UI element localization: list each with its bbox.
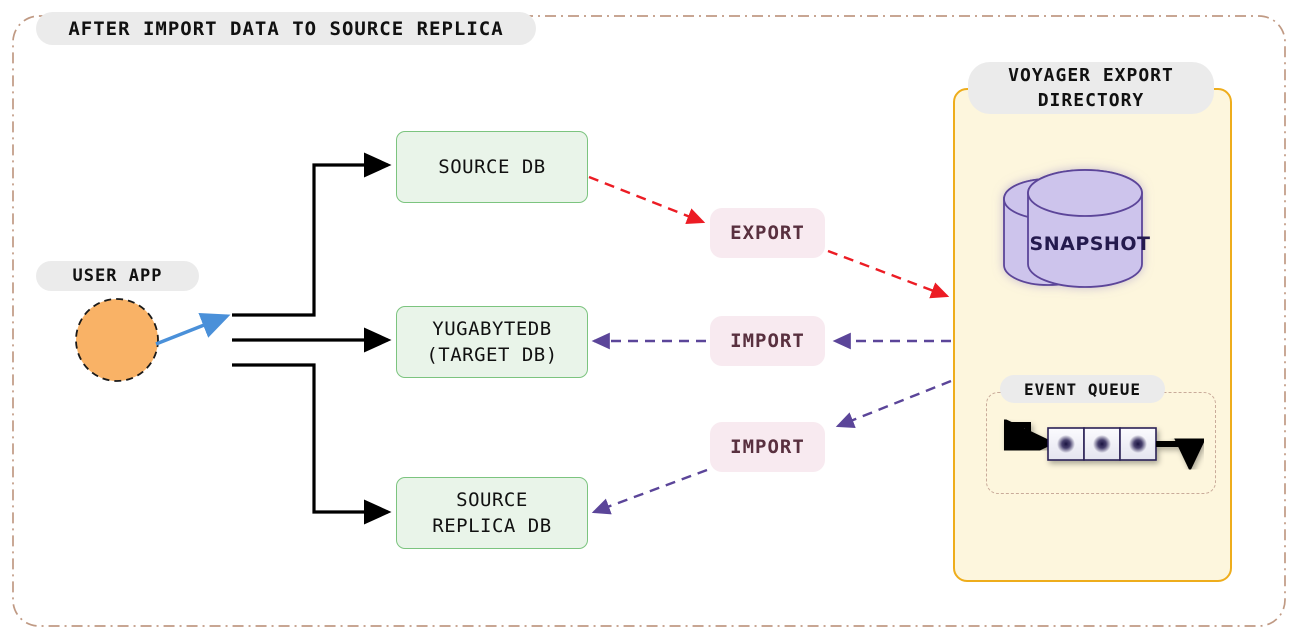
snapshot-label: SNAPSHOT: [1029, 233, 1151, 255]
node-source-db[interactable]: SOURCE DB: [396, 131, 588, 203]
import-replica-flow-segment-1: [835, 379, 952, 428]
event-queue-cells: [1047, 427, 1157, 461]
event-queue-title: EVENT QUEUE: [1000, 375, 1165, 403]
node-target-db[interactable]: YUGABYTEDB (TARGET DB): [396, 306, 588, 378]
voyager-title-line-1: VOYAGER EXPORT: [1008, 65, 1174, 86]
event-queue-dot: [1093, 435, 1111, 453]
edge-label-import-target: IMPORT: [710, 316, 825, 366]
connector-to-source-db: [232, 152, 392, 317]
frame-title: AFTER IMPORT DATA TO SOURCE REPLICA: [36, 12, 536, 45]
edge-label-import-replica: IMPORT: [710, 422, 825, 472]
export-flow-segment-1: [588, 175, 706, 224]
connector-to-source-replica-db: [232, 363, 392, 525]
event-queue-outbound-arrow: [1156, 420, 1215, 472]
event-queue-dot: [1129, 435, 1147, 453]
edge-label-export: EXPORT: [710, 208, 825, 258]
voyager-title-line-2: DIRECTORY: [1037, 90, 1145, 111]
node-source-replica-db[interactable]: SOURCE REPLICA DB: [396, 477, 588, 549]
user-app-circle: [75, 298, 159, 382]
user-app-connector: [155, 313, 231, 346]
outer-frame: [12, 15, 1286, 627]
import-replica-flow-segment-2: [591, 468, 708, 515]
voyager-export-directory-title: VOYAGER EXPORT DIRECTORY: [968, 62, 1214, 114]
event-queue-dot: [1057, 435, 1075, 453]
event-queue-inbound-arrow: [1004, 418, 1056, 468]
user-app-title: USER APP: [36, 261, 199, 291]
export-flow-segment-2: [827, 249, 950, 299]
snapshot-cylinder-icon: [1003, 169, 1143, 288]
